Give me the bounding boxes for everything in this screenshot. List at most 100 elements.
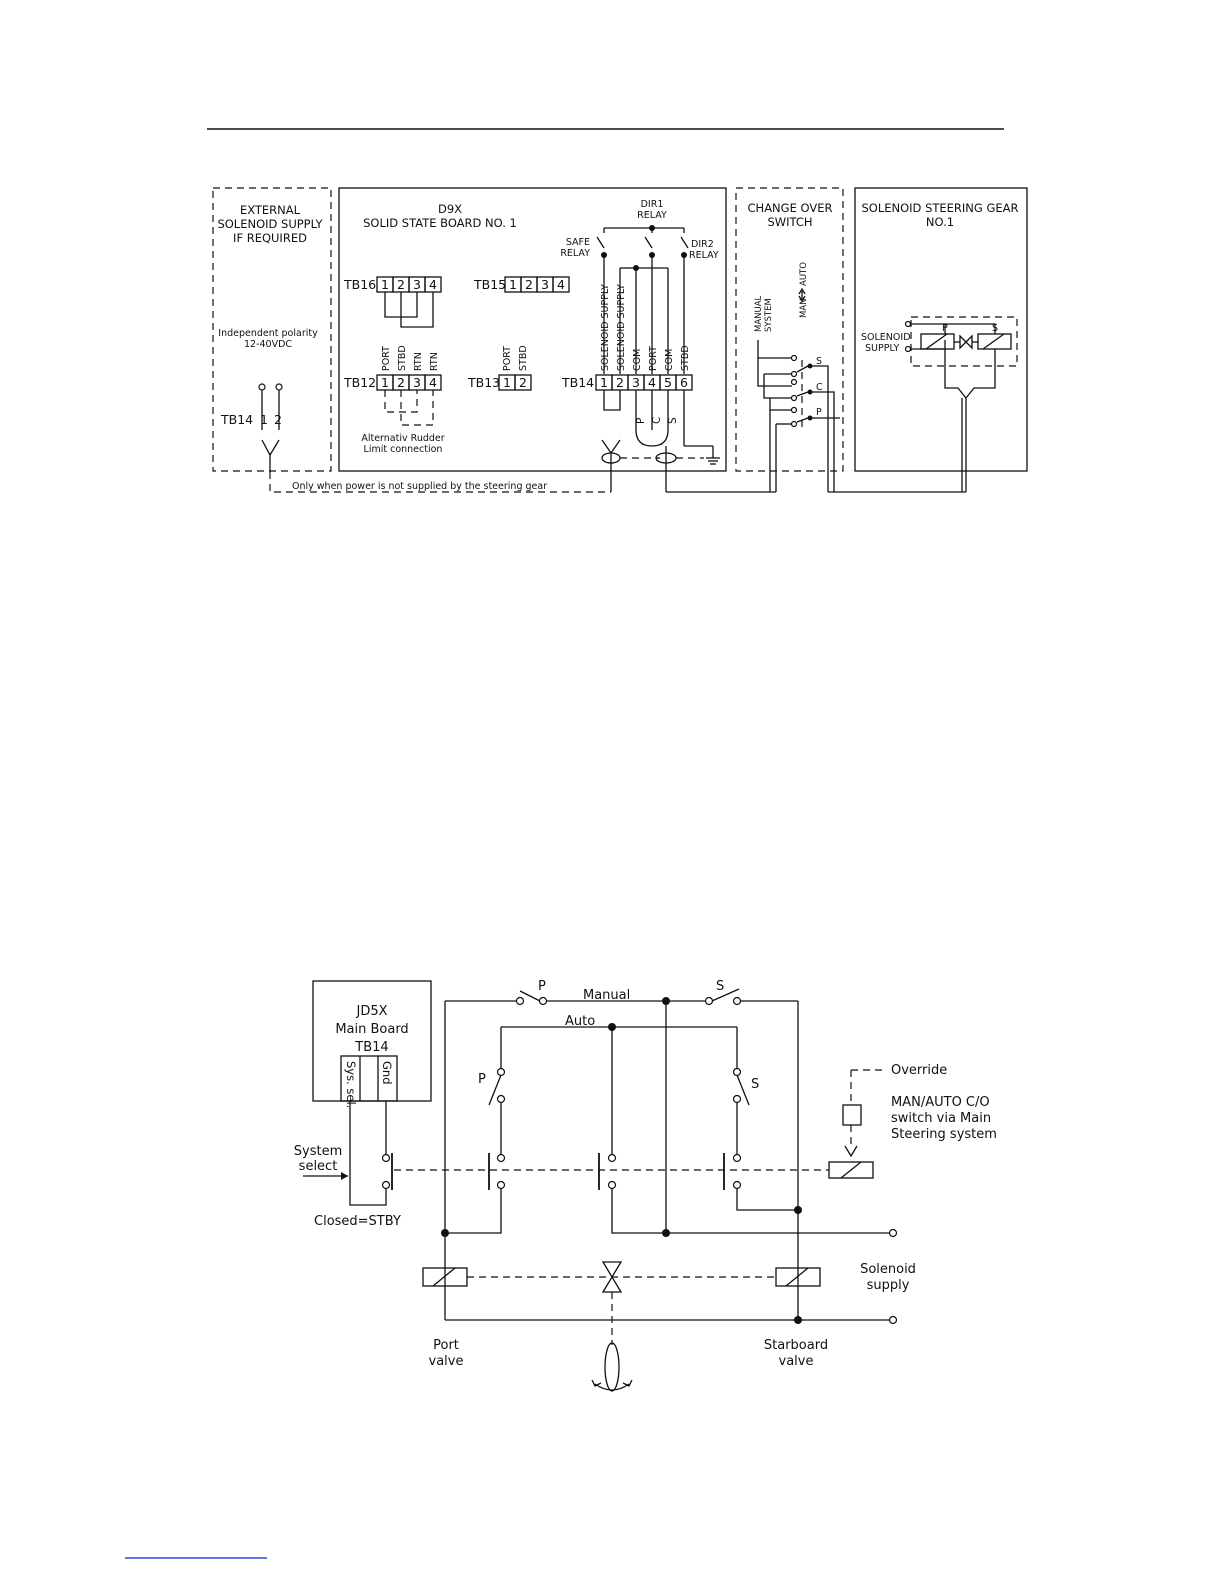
pin-label-sys-sel: Sys. sel. xyxy=(344,1061,358,1108)
main-board-box: JD5X Main Board TB14 Sys. sel. Gnd xyxy=(312,980,432,1108)
tb14-cell: 6 xyxy=(680,375,688,390)
external-title-line-2: SOLENOID SUPPLY xyxy=(217,217,323,231)
tb13-terminal-block: 1 2 xyxy=(498,374,532,391)
tb16-cell: 4 xyxy=(429,277,437,292)
d9x-subtitle: SOLID STATE BOARD NO. 1 xyxy=(363,216,517,230)
tb14-cell: 2 xyxy=(616,375,624,390)
tb13-label: TB13 xyxy=(467,375,500,390)
steering-gear-title-2: NO.1 xyxy=(926,215,954,229)
manual-switch-s-label: S xyxy=(716,979,724,994)
tb14-signal: SOLENOID SUPPLY xyxy=(616,284,627,371)
tb12-signal: RTN xyxy=(413,352,424,371)
tb15-cell: 1 xyxy=(509,277,517,292)
tb12-cell: 4 xyxy=(429,375,437,390)
changeover-title-1: CHANGE OVER xyxy=(748,201,833,215)
contact-label-p: P xyxy=(816,407,822,418)
tb15-cell: 2 xyxy=(525,277,533,292)
tb14-cell: 1 xyxy=(600,375,608,390)
tb12-signal: RTN xyxy=(429,352,440,371)
manual-system-label-2: SYSTEM xyxy=(764,298,774,332)
tb14-cell: 5 xyxy=(664,375,672,390)
man-label: MAN xyxy=(799,298,809,318)
tb12-label: TB12 xyxy=(343,375,376,390)
cable-letter: P xyxy=(635,418,647,424)
tb16-cell: 3 xyxy=(413,277,421,292)
auto-switch-s-label: S xyxy=(751,1077,759,1092)
steering-gear-box: SOLENOID STEERING GEAR NO.1 SOLENOID SUP… xyxy=(854,187,1028,492)
dir1-relay-label-2: RELAY xyxy=(637,210,667,221)
d9x-board-box: D9X SOLID STATE BOARD NO. 1 DIR1 RELAY S… xyxy=(338,187,727,492)
rudder-icon xyxy=(591,1342,633,1392)
main-board-terminal: TB14 xyxy=(354,1040,388,1055)
closed-stby-label: Closed=STBY xyxy=(314,1214,401,1229)
system-select-label-1: System xyxy=(294,1144,342,1159)
rudder-note-line-2: Limit connection xyxy=(364,444,443,455)
tb13-signal: STBD xyxy=(518,345,529,371)
tb12-signal: PORT xyxy=(381,346,392,371)
tb15-cell: 4 xyxy=(557,277,565,292)
wiring-diagram-1: EXTERNAL SOLENOID SUPPLY IF REQUIRED Ind… xyxy=(212,187,1028,493)
tb12-cell: 2 xyxy=(397,375,405,390)
tb16-terminal-block: 1 2 3 4 xyxy=(376,276,442,328)
pin-label-gnd: Gnd xyxy=(380,1061,394,1085)
changeover-title-2: SWITCH xyxy=(767,215,812,229)
manual-label: Manual xyxy=(583,988,630,1003)
port-valve-label-1: Port xyxy=(433,1338,459,1353)
dir1-relay-label-1: DIR1 xyxy=(641,199,664,210)
tb15-cell: 3 xyxy=(541,277,549,292)
external-supply-box: EXTERNAL SOLENOID SUPPLY IF REQUIRED Ind… xyxy=(212,187,332,472)
external-title-line-3: IF REQUIRED xyxy=(233,231,307,245)
polarity-line-1: Independent polarity xyxy=(218,328,318,339)
starboard-valve-label-2: valve xyxy=(779,1354,814,1369)
override-label: Override xyxy=(891,1063,947,1078)
tb12-terminal-block: 1 2 3 4 xyxy=(376,374,442,391)
tb16-label: TB16 xyxy=(343,277,376,292)
polarity-line-2: 12-40VDC xyxy=(244,339,292,350)
tb15-terminal-block: 1 2 3 4 xyxy=(504,276,570,293)
auto-label: AUTO xyxy=(799,262,809,286)
tb16-cell: 2 xyxy=(397,277,405,292)
manual-switch-p-label: P xyxy=(538,979,546,994)
safe-relay-label-1: SAFE xyxy=(566,237,590,248)
tb14-signal: COM xyxy=(664,349,675,371)
tb13-signal: PORT xyxy=(502,346,513,371)
solenoid-supply-label-1: Solenoid xyxy=(860,1262,916,1277)
rudder-note-line-1: Alternativ Rudder xyxy=(361,433,444,444)
wiring-diagram-2: JD5X Main Board TB14 Sys. sel. Gnd Syste… xyxy=(294,979,997,1392)
coil-label-p: P xyxy=(942,323,948,334)
contact-label-s: S xyxy=(816,356,822,367)
man-auto-label-2: switch via Main xyxy=(891,1111,991,1126)
solenoid-supply-label-2: SUPPLY xyxy=(865,343,899,354)
tb14-cell: 4 xyxy=(648,375,656,390)
cable-letter: S xyxy=(667,417,679,424)
tb14-label: TB14 xyxy=(561,375,594,390)
manual-system-label-1: MANUAL xyxy=(754,295,764,332)
port-valve-label-2: valve xyxy=(429,1354,464,1369)
tb14-signal: STBD xyxy=(680,345,691,371)
tb14-cell: 3 xyxy=(632,375,640,390)
bottom-note: Only when power is not supplied by the s… xyxy=(292,481,547,492)
solenoid-supply-label-2: supply xyxy=(867,1278,910,1293)
d9x-title: D9X xyxy=(438,202,462,216)
tb14-terminal-block: 1 2 3 4 5 6 xyxy=(595,374,693,391)
dir2-relay-label-2: RELAY xyxy=(689,250,719,261)
dir2-relay-label-1: DIR2 xyxy=(691,239,714,250)
man-auto-label-3: Steering system xyxy=(891,1127,997,1142)
auto-switch-p-label: P xyxy=(478,1072,486,1087)
external-title-line-1: EXTERNAL xyxy=(240,203,301,217)
tb13-cell: 2 xyxy=(519,375,527,390)
main-board-title: JD5X xyxy=(355,1004,387,1019)
solenoid-supply-label-1: SOLENOID xyxy=(861,332,911,343)
safe-relay-label-2: RELAY xyxy=(560,248,590,259)
external-terminal-2: 2 xyxy=(274,412,282,427)
external-terminal-1: 1 xyxy=(260,412,268,427)
main-board-subtitle: Main Board xyxy=(335,1022,408,1037)
auto-label: Auto xyxy=(565,1014,595,1029)
tb14-signal: PORT xyxy=(648,346,659,371)
external-tb14-label: TB14 xyxy=(220,412,253,427)
tb12-signal: STBD xyxy=(397,345,408,371)
contact-label-c: C xyxy=(816,382,823,393)
tb14-signal: COM xyxy=(632,349,643,371)
steering-gear-title-1: SOLENOID STEERING GEAR xyxy=(861,201,1018,215)
